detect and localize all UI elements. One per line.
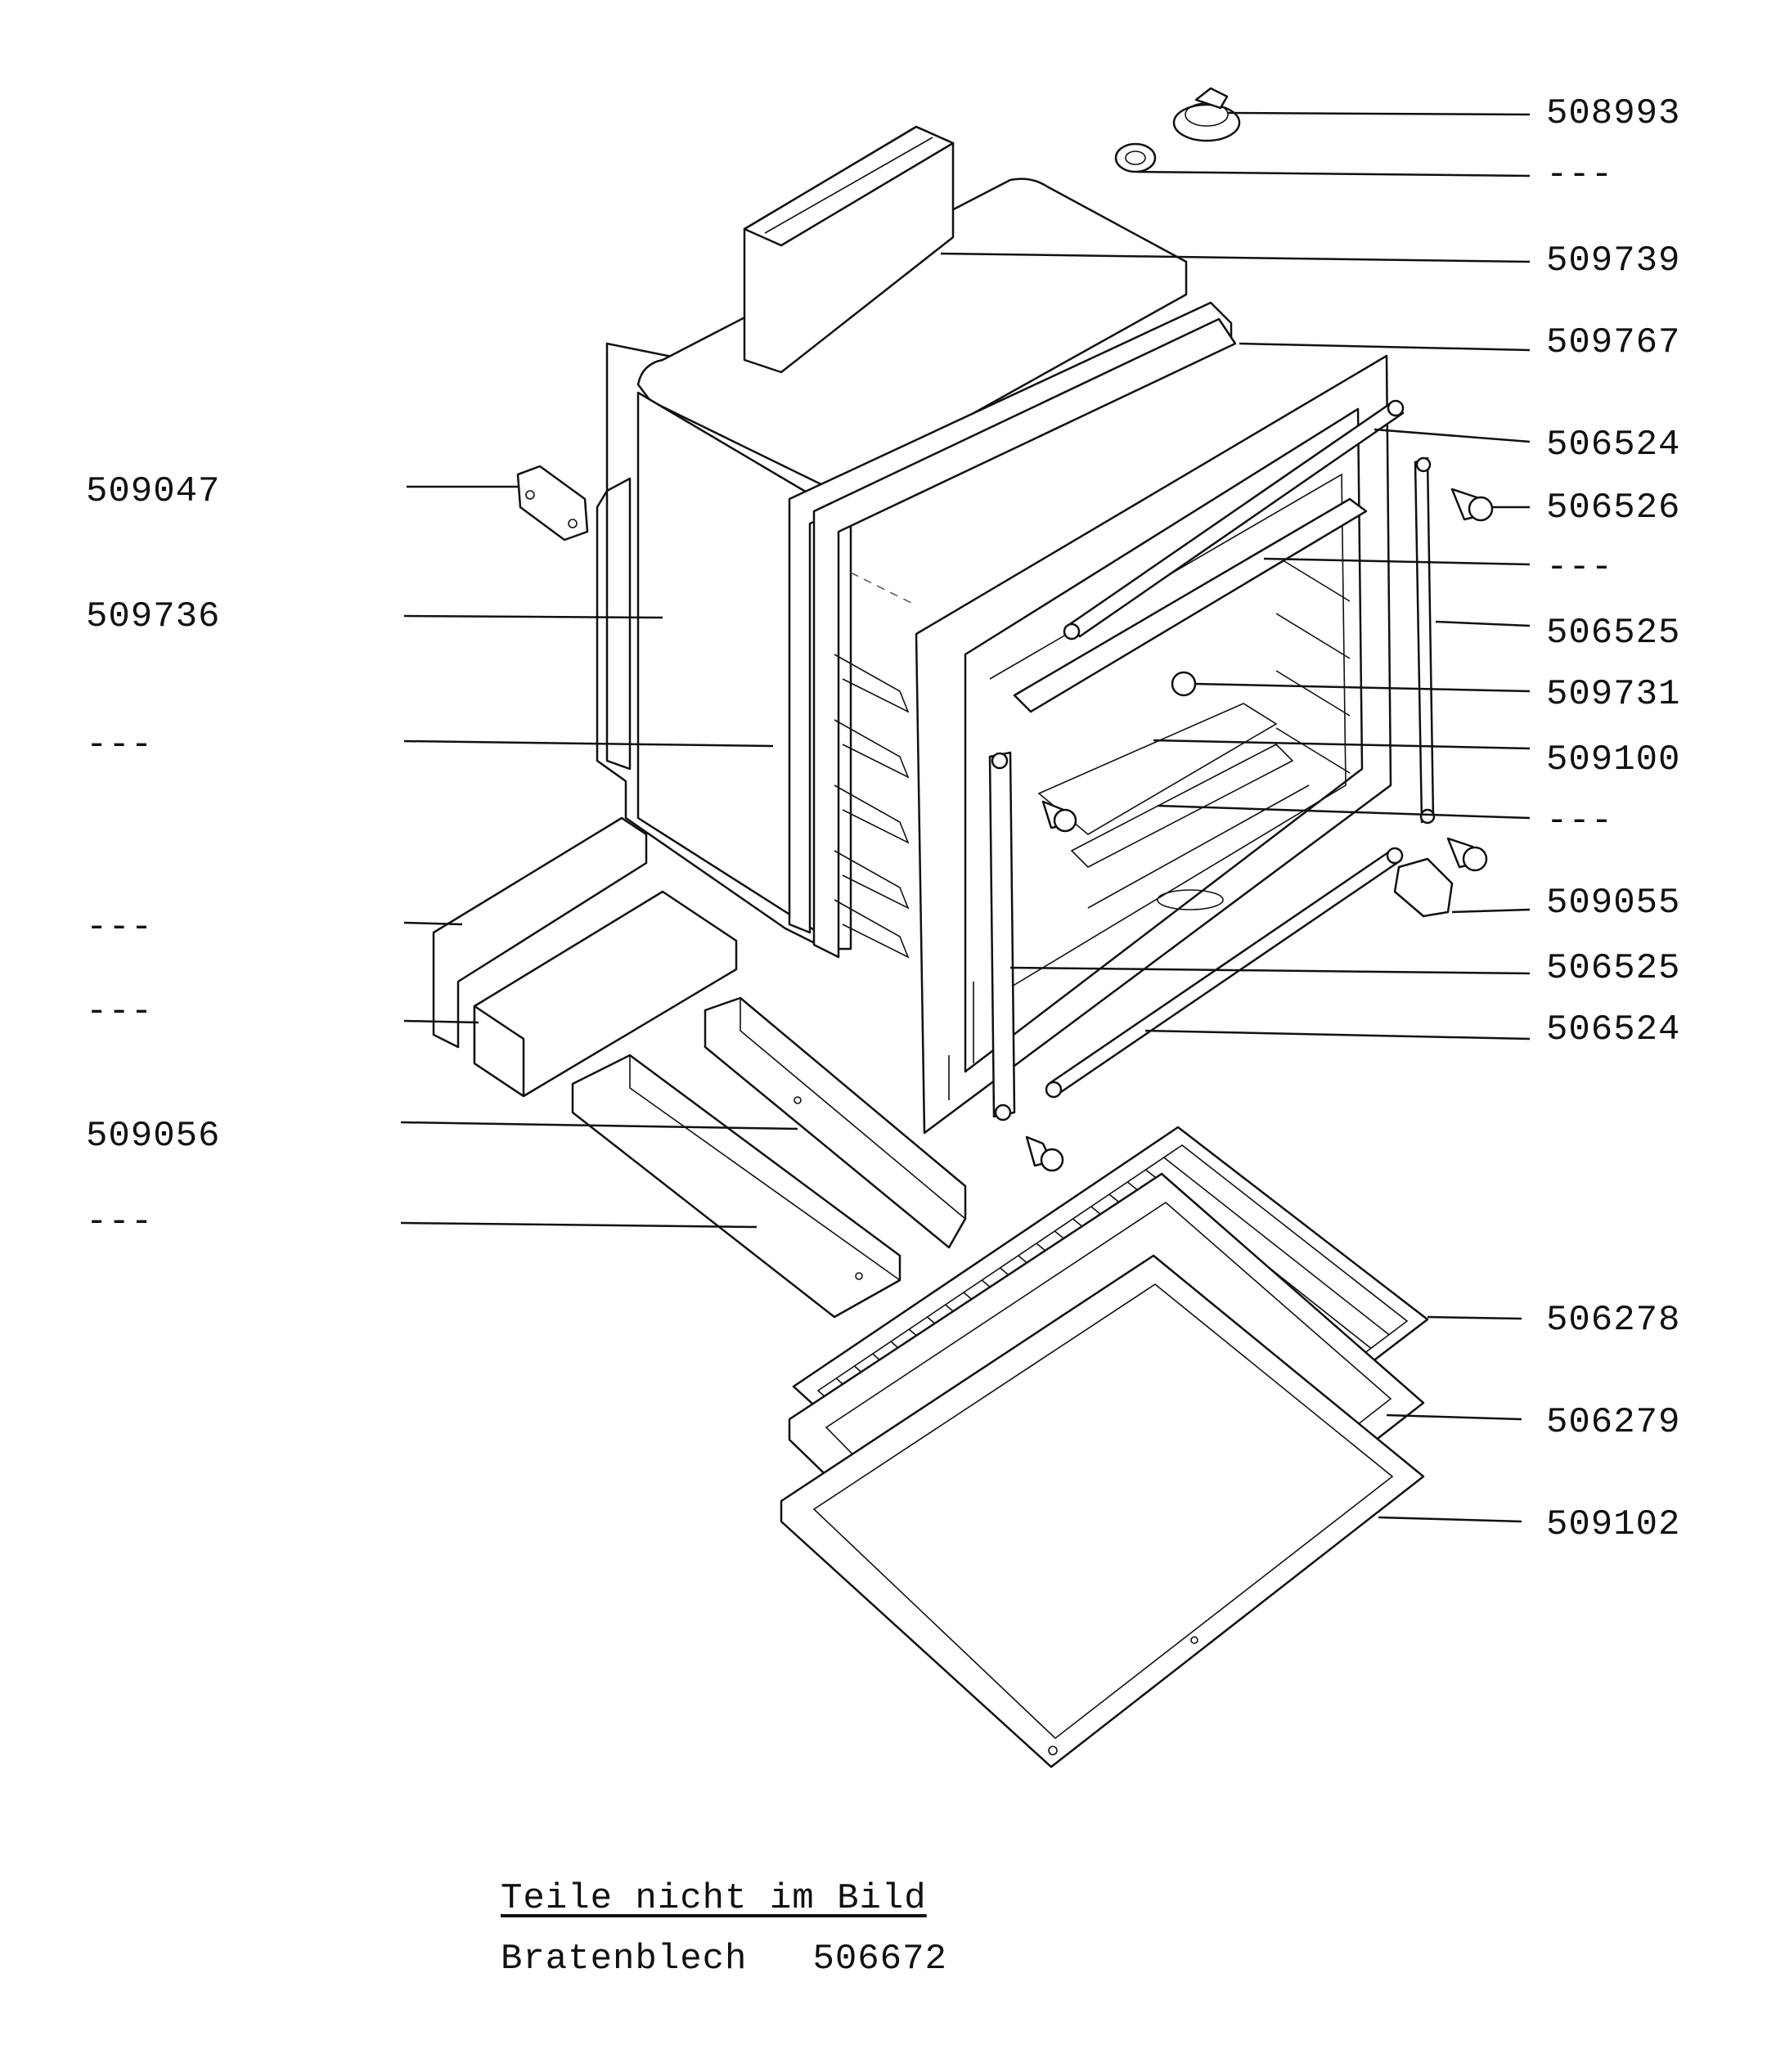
leader-lines bbox=[400, 111, 1531, 1523]
side-bracket bbox=[516, 465, 589, 542]
label-floor-channel: 509056 bbox=[86, 1116, 220, 1157]
label-side-seal: --- bbox=[86, 725, 153, 766]
label-base-skid-upper: --- bbox=[86, 907, 153, 948]
label-inner-tray: 509100 bbox=[1546, 739, 1680, 780]
label-lamp-holder: 509731 bbox=[1546, 674, 1680, 715]
label-top-rail: 506524 bbox=[1546, 425, 1680, 465]
label-oven-housing: 509736 bbox=[86, 596, 220, 637]
top-rail bbox=[1063, 399, 1405, 640]
label-tray-frame: 506279 bbox=[1546, 1402, 1680, 1443]
fixing-pins bbox=[1025, 488, 1494, 1172]
label-side-bracket: 509047 bbox=[86, 471, 220, 512]
label-fixing-pin-top: 506526 bbox=[1546, 488, 1680, 528]
left-shelf-rails bbox=[834, 654, 910, 959]
shelf-rod bbox=[1163, 1157, 1390, 1336]
parts-not-shown-heading: Teile nicht im Bild bbox=[501, 1878, 927, 1919]
base-skid-outer bbox=[432, 816, 738, 1098]
lamp-assembly bbox=[1114, 87, 1241, 173]
corner-bracket bbox=[1393, 857, 1454, 918]
parts-not-shown-name: Bratenblech bbox=[501, 1939, 748, 1980]
label-left-vertical-rail: 506525 bbox=[1546, 948, 1680, 989]
part-number-labels: 508993 --- 509739 509767 506524 506526 -… bbox=[86, 93, 1680, 1545]
label-right-vertical-rail: 506525 bbox=[1546, 613, 1680, 654]
right-vertical-rail bbox=[1414, 456, 1436, 825]
label-bottom-rail: 506524 bbox=[1546, 1009, 1680, 1050]
label-base-skid-lower: --- bbox=[86, 991, 153, 1032]
left-vertical-rail bbox=[988, 751, 1016, 1121]
label-corner-bracket: 509055 bbox=[1546, 883, 1680, 924]
label-insulation-block: 509739 bbox=[1546, 240, 1680, 281]
parts-not-shown-row: Bratenblech 506672 bbox=[501, 1939, 947, 1980]
label-front-frame: 509767 bbox=[1546, 322, 1680, 363]
parts-not-shown-number: 506672 bbox=[812, 1939, 947, 1980]
label-bottom-element: --- bbox=[1546, 801, 1613, 842]
insulation-block bbox=[743, 125, 955, 374]
oven-housing bbox=[596, 178, 1237, 959]
label-lamp-socket: --- bbox=[1546, 155, 1613, 196]
label-wire-shelf: 506278 bbox=[1546, 1300, 1680, 1341]
baking-tray bbox=[780, 1254, 1425, 1769]
floor-channels bbox=[571, 996, 967, 1319]
label-floor-channel-second: --- bbox=[86, 1202, 153, 1243]
bottom-rail bbox=[1045, 847, 1404, 1099]
label-baking-tray: 509102 bbox=[1546, 1504, 1680, 1545]
label-broil-element: --- bbox=[1546, 547, 1613, 588]
label-lamp-cover: 508993 bbox=[1546, 93, 1680, 134]
